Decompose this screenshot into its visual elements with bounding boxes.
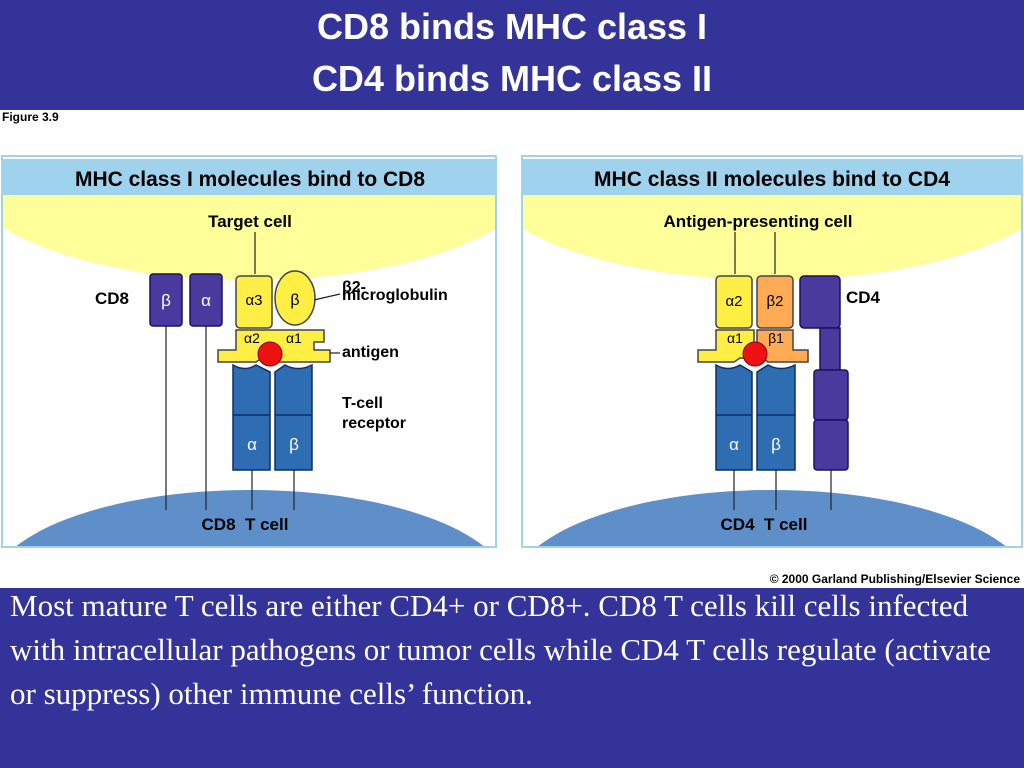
title-line-1: CD8 binds MHC class I <box>316 6 708 47</box>
cd8-alpha-domain <box>189 273 223 327</box>
tcr-alpha-chain-left <box>232 363 271 471</box>
cd4-domain-4 <box>813 419 849 471</box>
cd8-label: CD8 <box>95 289 129 308</box>
cd4-domain-3 <box>813 369 849 421</box>
right-header-bar <box>523 159 1021 195</box>
antigen-peptide-left <box>257 341 283 367</box>
copyright-text: © 2000 Garland Publishing/Elsevier Scien… <box>770 572 1021 586</box>
b2m-label-line2: microglobulin <box>342 287 448 304</box>
mhc1-alpha3-label: α3 <box>245 292 262 309</box>
title-line-2: CD4 binds MHC class II <box>311 58 713 99</box>
cd4-t-cell-shape <box>538 490 1006 546</box>
right-header: MHC class II molecules bind to CD4 <box>594 168 950 191</box>
cd4-label: CD4 <box>846 288 881 307</box>
cd8-t-cell-label: CD8 T cell <box>202 515 289 534</box>
tcr-label-line2: receptor <box>342 415 406 432</box>
tcr-beta-label-left: β <box>289 435 299 454</box>
tcr-alpha-label-right: α <box>729 435 739 454</box>
cd4-domain-1 <box>799 275 841 329</box>
left-panel: MHC class I molecules bind to CD8 Target… <box>1 155 497 548</box>
left-header: MHC class I molecules bind to CD8 <box>75 168 425 191</box>
cd8-beta-domain <box>149 273 183 327</box>
slide-title: CD8 binds MHC class I CD4 binds MHC clas… <box>0 0 1024 110</box>
mhc1-alpha1-label: α1 <box>286 330 302 346</box>
mhc2-alpha2-label: α2 <box>725 293 742 310</box>
b2-domain-label: β <box>290 292 299 309</box>
caption-text: Most mature T cells are either CD4+ or C… <box>10 588 992 711</box>
antigen-peptide-right <box>742 341 768 367</box>
mhc2-beta2-label: β2 <box>767 293 784 310</box>
mhc2-alpha1-label: α1 <box>727 330 743 346</box>
b2-microglobulin-shape <box>274 270 316 326</box>
tcr-beta-chain-left <box>274 363 313 471</box>
mhc2-beta2-domain <box>756 275 794 329</box>
tcr-alpha-label-left: α <box>247 435 257 454</box>
figure-label: Figure 3.9 <box>2 110 59 124</box>
apc-label: Antigen-presenting cell <box>664 212 853 231</box>
mhc2-beta1-label: β1 <box>768 330 784 346</box>
antigen-label-left: antigen <box>342 344 399 361</box>
mhc2-alpha2-domain <box>715 275 753 329</box>
left-header-bar <box>3 159 495 195</box>
b2m-label-line1: β2- <box>342 279 366 296</box>
figure-svg: Figure 3.9 MHC class I molecules bind to… <box>1 110 1023 586</box>
mhc1-alpha3-domain <box>235 275 273 329</box>
tcr-label-line1: T-cell <box>342 395 383 412</box>
mhc2-alpha1-domain <box>697 329 755 363</box>
cd8-beta-label: β <box>161 291 171 310</box>
target-cell-label: Target cell <box>208 212 292 231</box>
cd8-alpha-label: α <box>201 291 211 310</box>
b2m-pointer <box>313 293 341 301</box>
cd4-domain-2 <box>819 327 841 371</box>
cd8-t-cell-shape <box>16 490 484 546</box>
tcr-beta-label-right: β <box>771 435 781 454</box>
figure-panel: Figure 3.9 MHC class I molecules bind to… <box>0 110 1024 588</box>
cd4-t-cell-label: CD4 T cell <box>721 515 808 534</box>
mhc1-alpha2-label: α2 <box>244 330 260 346</box>
tcr-alpha-chain-right <box>715 363 753 471</box>
tcr-beta-chain-right <box>756 363 796 471</box>
right-panel: MHC class II molecules bind to CD4 Antig… <box>521 155 1023 548</box>
